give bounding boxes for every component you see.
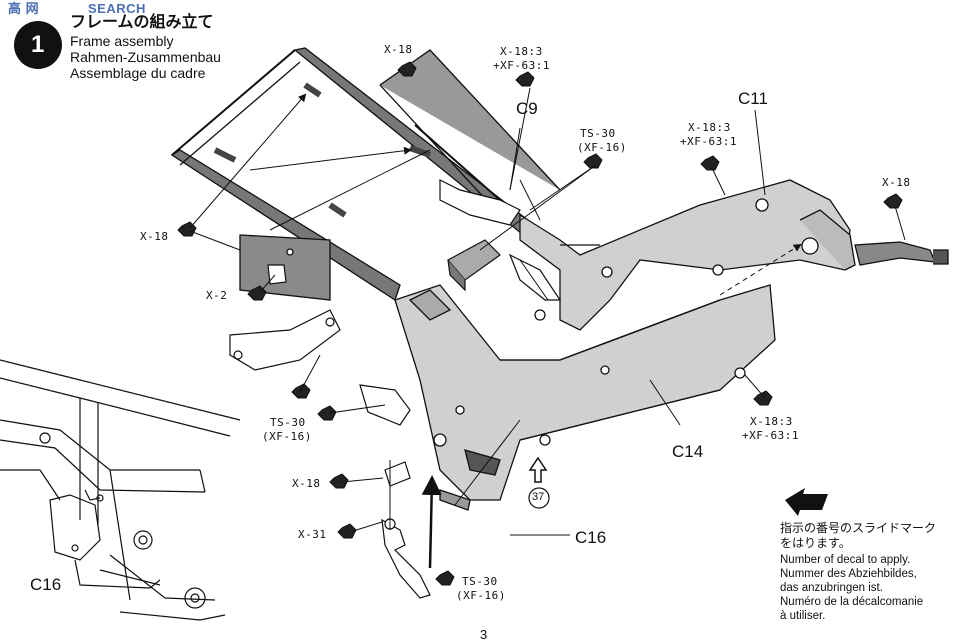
- page-number: 3: [480, 627, 488, 640]
- label-decal-37: 37: [532, 491, 545, 503]
- title-english: Frame assembly: [70, 33, 174, 49]
- screws: [177, 61, 903, 586]
- label-x18-xf63-mid-2: +XF-63:1: [680, 135, 737, 148]
- label-part-c11: C11: [738, 89, 768, 108]
- watermark-site: SEARCH: [88, 1, 146, 16]
- decal-legend-arrow-icon: [785, 488, 828, 516]
- label-x18-xf63-top-2: +XF-63:1: [493, 59, 550, 72]
- decal-note-fr-2: à utiliser.: [780, 610, 826, 622]
- label-x18-xf63-mid-1: X-18:3: [688, 121, 731, 134]
- step-number: 1: [31, 31, 45, 58]
- decal-note-jp-2: をはります。: [780, 536, 851, 550]
- decal-arrow-37: [528, 456, 550, 509]
- label-x18-xf63-low-1: X-18:3: [750, 415, 793, 428]
- decal-note-jp-1: 指示の番号のスライドマーク: [780, 521, 937, 535]
- label-x18-xf63-low-2: +XF-63:1: [742, 429, 799, 442]
- main-frame-c11: [519, 179, 949, 331]
- label-x31: X-31: [298, 528, 327, 541]
- inset-frame-detail: [0, 359, 241, 621]
- label-ts30-left-1: TS-30: [270, 416, 306, 429]
- step-number-badge: [14, 21, 62, 69]
- title-japanese: フレームの組み立て: [70, 12, 214, 31]
- label-x18-top: X-18: [384, 43, 413, 56]
- label-ts30-bottom-2: (XF-16): [456, 589, 506, 602]
- decal-note-de-2: das anzubringen ist.: [780, 582, 883, 594]
- label-x18-right: X-18: [882, 176, 911, 189]
- label-x18-xf63-top-1: X-18:3: [500, 45, 543, 58]
- label-part-c9: C9: [516, 99, 538, 118]
- label-x18-lower: X-18: [292, 477, 321, 490]
- label-ts30-top-2: (XF-16): [577, 141, 627, 154]
- label-part-c14: C14: [672, 442, 704, 461]
- label-x2: X-2: [206, 289, 228, 302]
- label-part-c16: C16: [575, 528, 607, 547]
- main-frame-c14: [394, 284, 776, 511]
- title-french: Assemblage du cadre: [70, 65, 206, 81]
- sub-frame-rails: [170, 47, 562, 302]
- decal-note-fr-1: Numéro de la décalcomanie: [780, 596, 924, 608]
- decal-note-de-1: Nummer des Abziehbildes,: [780, 568, 917, 580]
- title-german: Rahmen-Zusammenbau: [70, 49, 221, 65]
- label-ts30-bottom-1: TS-30: [462, 575, 498, 588]
- label-ts30-left-2: (XF-16): [262, 430, 312, 443]
- label-x18-left: X-18: [140, 230, 169, 243]
- leader-lines: [189, 87, 906, 569]
- label-ts30-top-1: TS-30: [580, 127, 616, 140]
- label-part-c16-inset: C16: [30, 575, 62, 594]
- watermark-logo: 高 网: [8, 1, 40, 16]
- decal-note-en: Number of decal to apply.: [780, 554, 911, 566]
